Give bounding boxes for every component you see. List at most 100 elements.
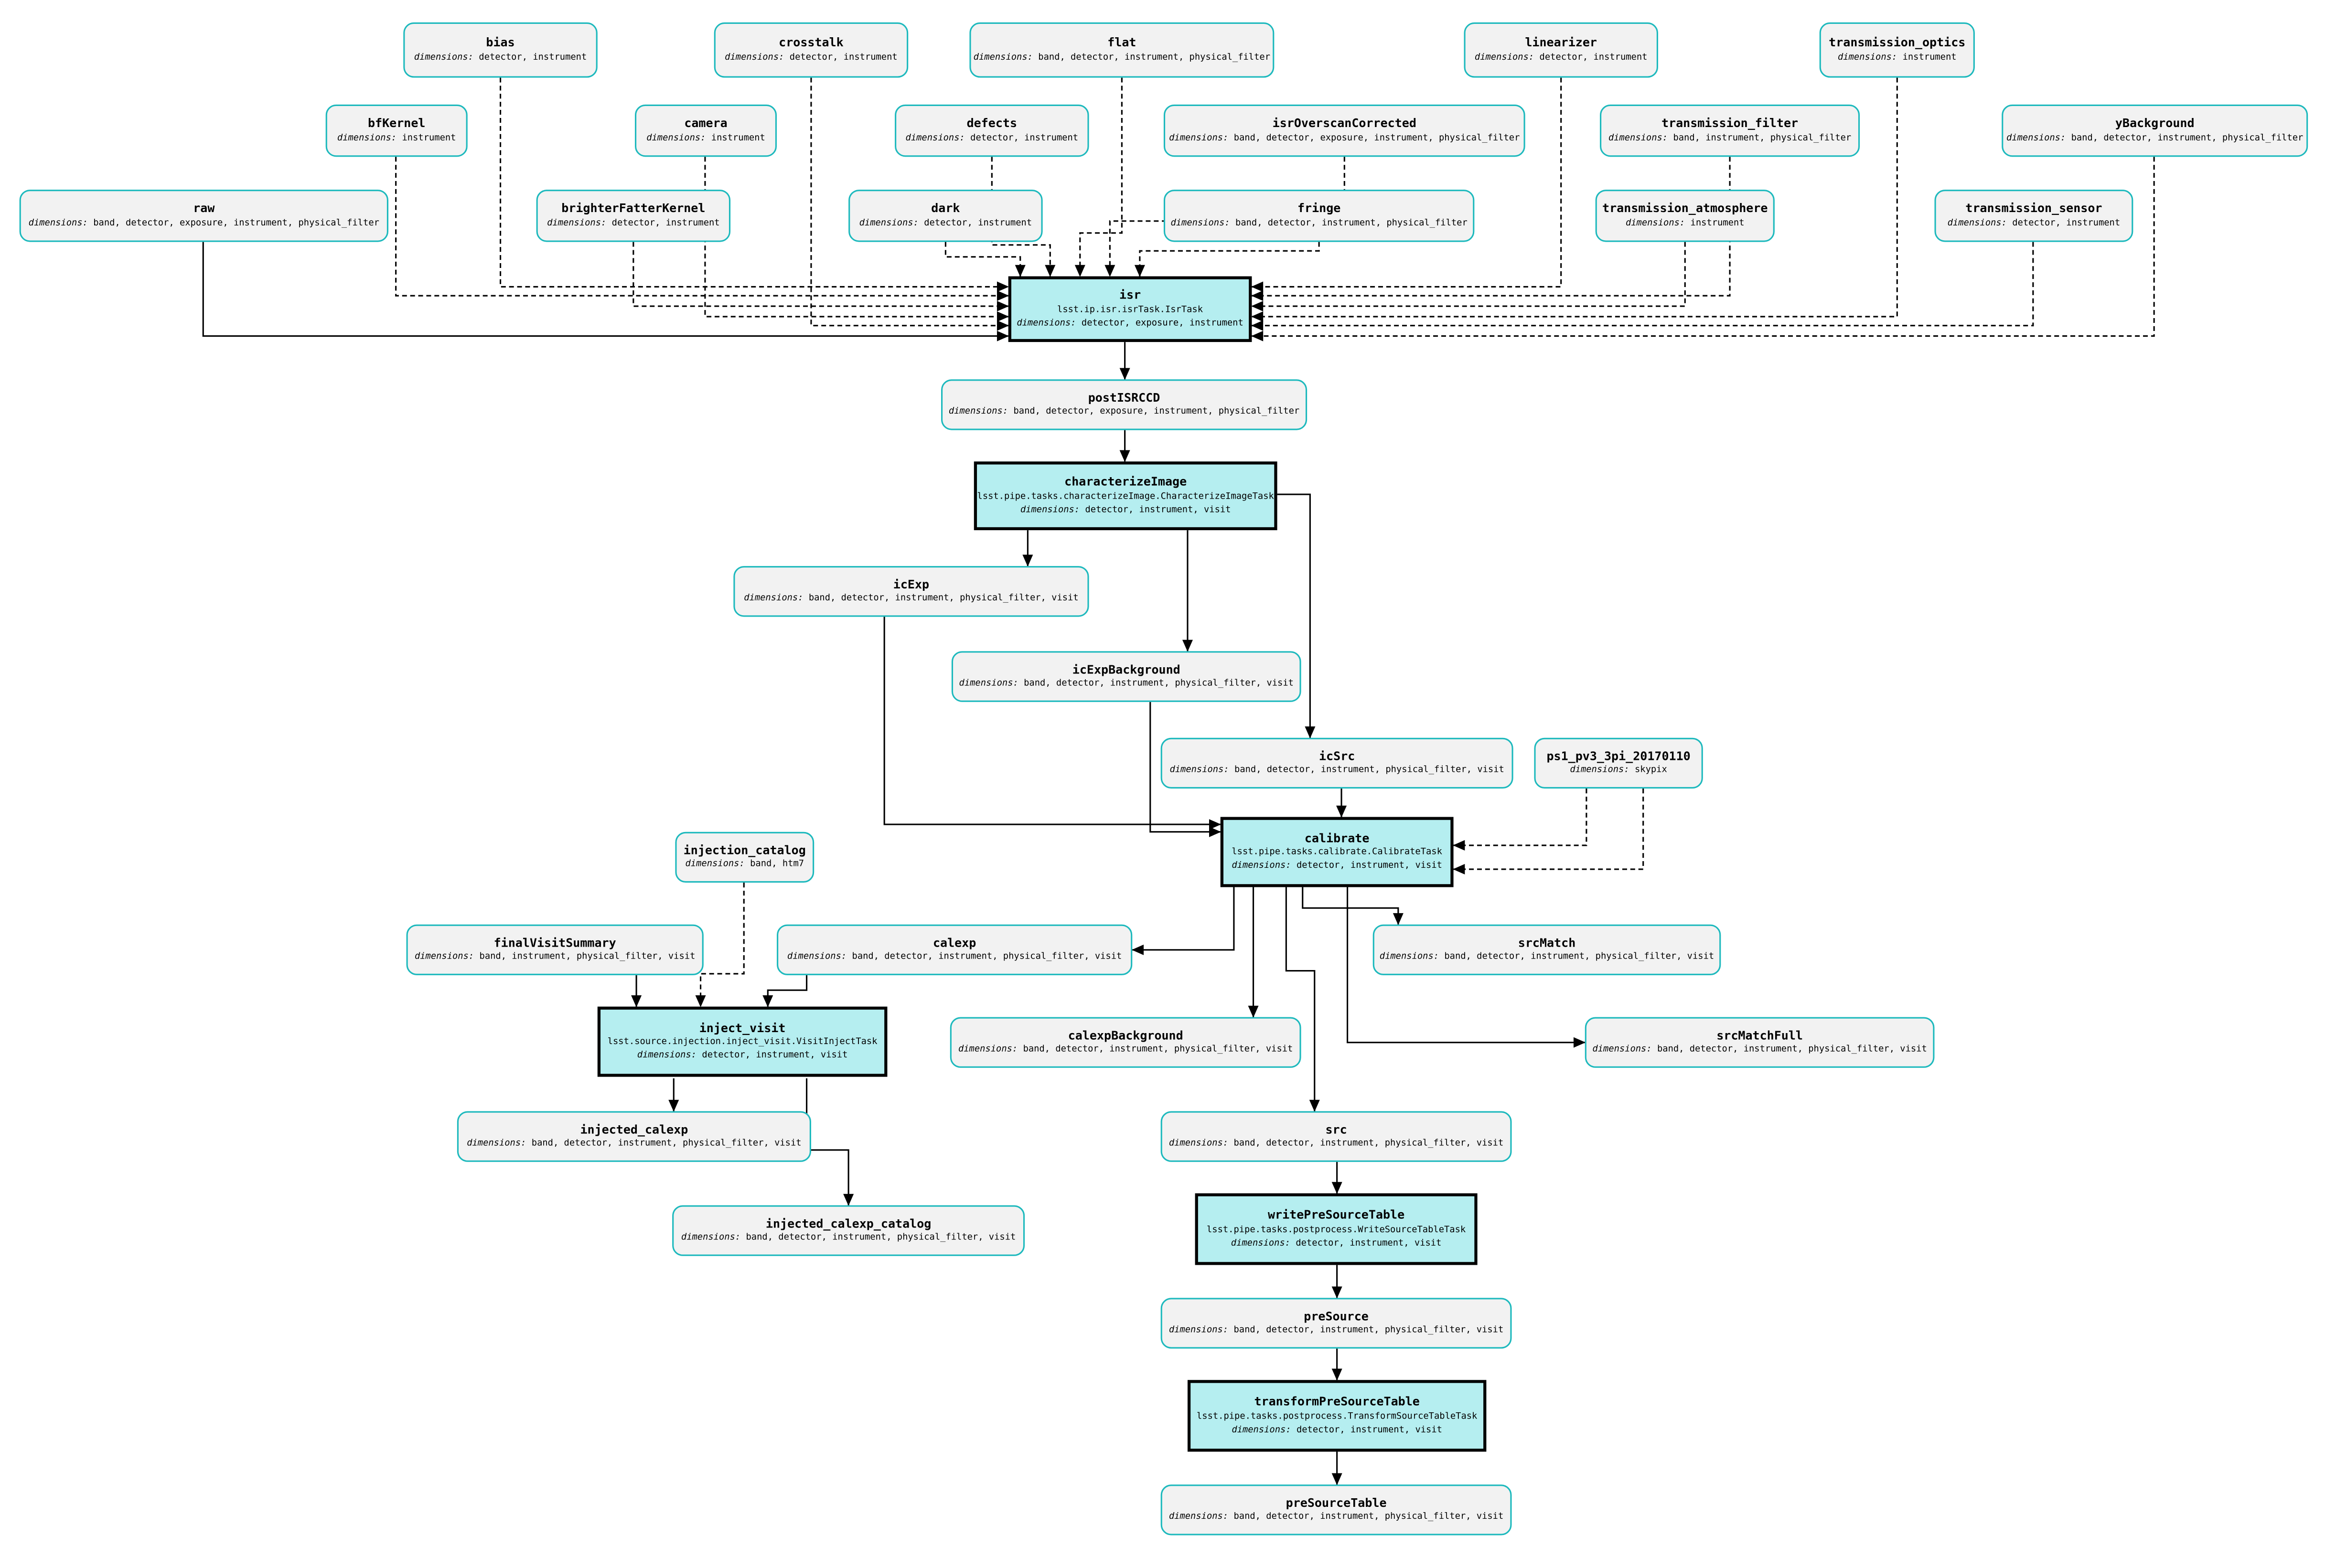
- node-dimensions: dimensions: detector, instrument: [725, 51, 898, 62]
- edge-linearizer-to-isr: [1251, 77, 1562, 292]
- node-dimensions: dimensions: band, detector, instrument, …: [1592, 1044, 1927, 1055]
- node-dimensions: dimensions: detector, exposure, instrume…: [1017, 317, 1243, 328]
- node-dimensions: dimensions: band, detector, instrument, …: [681, 1232, 1016, 1243]
- node-dimensions: dimensions: band, detector, instrument, …: [787, 951, 1122, 962]
- node-dimensions: dimensions: instrument: [1625, 217, 1745, 228]
- node-title: src: [1325, 1122, 1347, 1136]
- dimensions-label: dimensions:: [1570, 765, 1629, 775]
- node-dimensions: dimensions: detector, instrument, visit: [1232, 860, 1442, 871]
- edge-transmission_filter-to-isr: [1251, 157, 1731, 301]
- node-dimensions: dimensions: band, instrument, physical_f…: [414, 951, 696, 962]
- node-dimensions: dimensions: detector, instrument, visit: [637, 1050, 848, 1061]
- edge-transmission_sensor-to-isr: [1251, 242, 2034, 331]
- node-dimensions: dimensions: band, detector, instrument, …: [1168, 1324, 1504, 1335]
- node-title: raw: [193, 202, 215, 215]
- node-dimensions: dimensions: band, detector, instrument, …: [467, 1138, 802, 1149]
- node-dimensions: dimensions: instrument: [1837, 51, 1957, 62]
- dimensions-label: dimensions:: [1379, 951, 1439, 962]
- node-dimensions: dimensions: band, detector, instrument, …: [1170, 217, 1468, 228]
- node-task-class: lsst.ip.isr.isrTask.IsrTask: [1057, 304, 1203, 315]
- edge-icExpBackground-to-calibrate: [1149, 702, 1222, 837]
- edge-dark-to-isr: [944, 242, 1026, 277]
- dimensions-label: dimensions:: [1592, 1044, 1652, 1055]
- node-dimensions: dimensions: band, instrument, physical_f…: [1608, 132, 1852, 143]
- node-title: inject_visit: [699, 1021, 786, 1035]
- node-dimensions: dimensions: band, detector, exposure, in…: [28, 217, 379, 228]
- node-dimensions: dimensions: detector, instrument: [905, 132, 1079, 143]
- dimensions-label: dimensions:: [1020, 504, 1080, 515]
- node-title: transmission_optics: [1829, 36, 1966, 50]
- node-dimensions: dimensions: band, detector, instrument, …: [959, 678, 1294, 689]
- node-dimensions: dimensions: detector, instrument: [1474, 51, 1648, 62]
- node-task-class: lsst.source.injection.inject_visit.Visit…: [607, 1036, 878, 1047]
- node-title: injected_calexp: [580, 1122, 688, 1136]
- node-task-class: lsst.pipe.tasks.calibrate.CalibrateTask: [1232, 847, 1442, 857]
- edge-bfKernel-to-isr: [395, 157, 1009, 301]
- node-transmission_atmosphere: transmission_atmosphere dimensions: instr…: [1595, 190, 1775, 242]
- node-title: icExp: [893, 577, 930, 591]
- edge-icExp-to-calibrate: [883, 617, 1222, 830]
- node-title: transmission_atmosphere: [1602, 202, 1768, 215]
- edge-group: [202, 77, 2155, 1485]
- node-dimensions: dimensions: band, detector, instrument, …: [744, 593, 1079, 604]
- node-srcMatchFull: srcMatchFull dimensions: band, detector, …: [1585, 1017, 1935, 1068]
- dimensions-label: dimensions:: [1474, 51, 1534, 62]
- node-srcMatch: srcMatch dimensions: band, detector, inst…: [1372, 924, 1721, 975]
- node-dimensions: dimensions: detector, instrument, visit: [1020, 504, 1231, 515]
- edge-calibrate-to-srcMatchFull: [1346, 887, 1586, 1048]
- dimensions-label: dimensions:: [1231, 1237, 1291, 1248]
- node-dimensions: dimensions: band, detector, instrument, …: [1379, 951, 1715, 962]
- dimensions-label: dimensions:: [414, 951, 474, 962]
- node-title: transmission_filter: [1661, 116, 1799, 130]
- node-dimensions: dimensions: band, detector, instrument, …: [958, 1044, 1293, 1055]
- edge-calexp-to-inject_visit: [762, 975, 808, 1007]
- edge-yBackground-to-isr: [1251, 157, 2155, 341]
- node-dimensions: dimensions: band, detector, instrument, …: [973, 51, 1271, 62]
- node-dimensions: dimensions: band, detector, exposure, in…: [948, 406, 1300, 417]
- node-title: srcMatchFull: [1716, 1028, 1803, 1042]
- node-title: crosstalk: [779, 36, 844, 50]
- dimensions-label: dimensions:: [1169, 765, 1229, 775]
- dimensions-label: dimensions:: [1168, 1138, 1229, 1149]
- node-dimensions: dimensions: band, detector, exposure, in…: [1169, 132, 1520, 143]
- node-raw: raw dimensions: band, detector, exposure,…: [19, 190, 389, 242]
- dimensions-label: dimensions:: [337, 132, 397, 143]
- node-title: finalVisitSummary: [493, 936, 616, 949]
- dimensions-label: dimensions:: [1232, 1424, 1291, 1435]
- node-task-class: lsst.pipe.tasks.postprocess.TransformSou…: [1196, 1410, 1478, 1421]
- dimensions-label: dimensions:: [1625, 217, 1685, 228]
- edge-characterizeImage-to-icSrc: [1277, 493, 1316, 738]
- node-dimensions: dimensions: detector, instrument: [1947, 217, 2121, 228]
- node-dimensions: dimensions: detector, instrument: [414, 51, 587, 62]
- node-dimensions: dimensions: band, detector, instrument, …: [1169, 765, 1504, 775]
- dimensions-label: dimensions:: [905, 132, 965, 143]
- node-title: characterizeImage: [1064, 475, 1187, 489]
- node-title: srcMatch: [1518, 936, 1576, 949]
- node-icExp: icExp dimensions: band, detector, instrum…: [733, 566, 1089, 617]
- dimensions-label: dimensions:: [859, 217, 919, 228]
- dimensions-label: dimensions:: [1947, 217, 2007, 228]
- dimensions-label: dimensions:: [685, 859, 745, 869]
- dimensions-label: dimensions:: [414, 51, 474, 62]
- node-dimensions: dimensions: band, detector, instrument, …: [2006, 132, 2304, 143]
- node-task-class: lsst.pipe.tasks.postprocess.WriteSourceT…: [1206, 1224, 1466, 1235]
- dimensions-label: dimensions:: [1168, 1324, 1229, 1335]
- node-title: icExpBackground: [1072, 662, 1180, 676]
- node-transmission_filter: transmission_filter dimensions: band, ins…: [1600, 104, 1860, 157]
- dimensions-label: dimensions:: [1170, 217, 1230, 228]
